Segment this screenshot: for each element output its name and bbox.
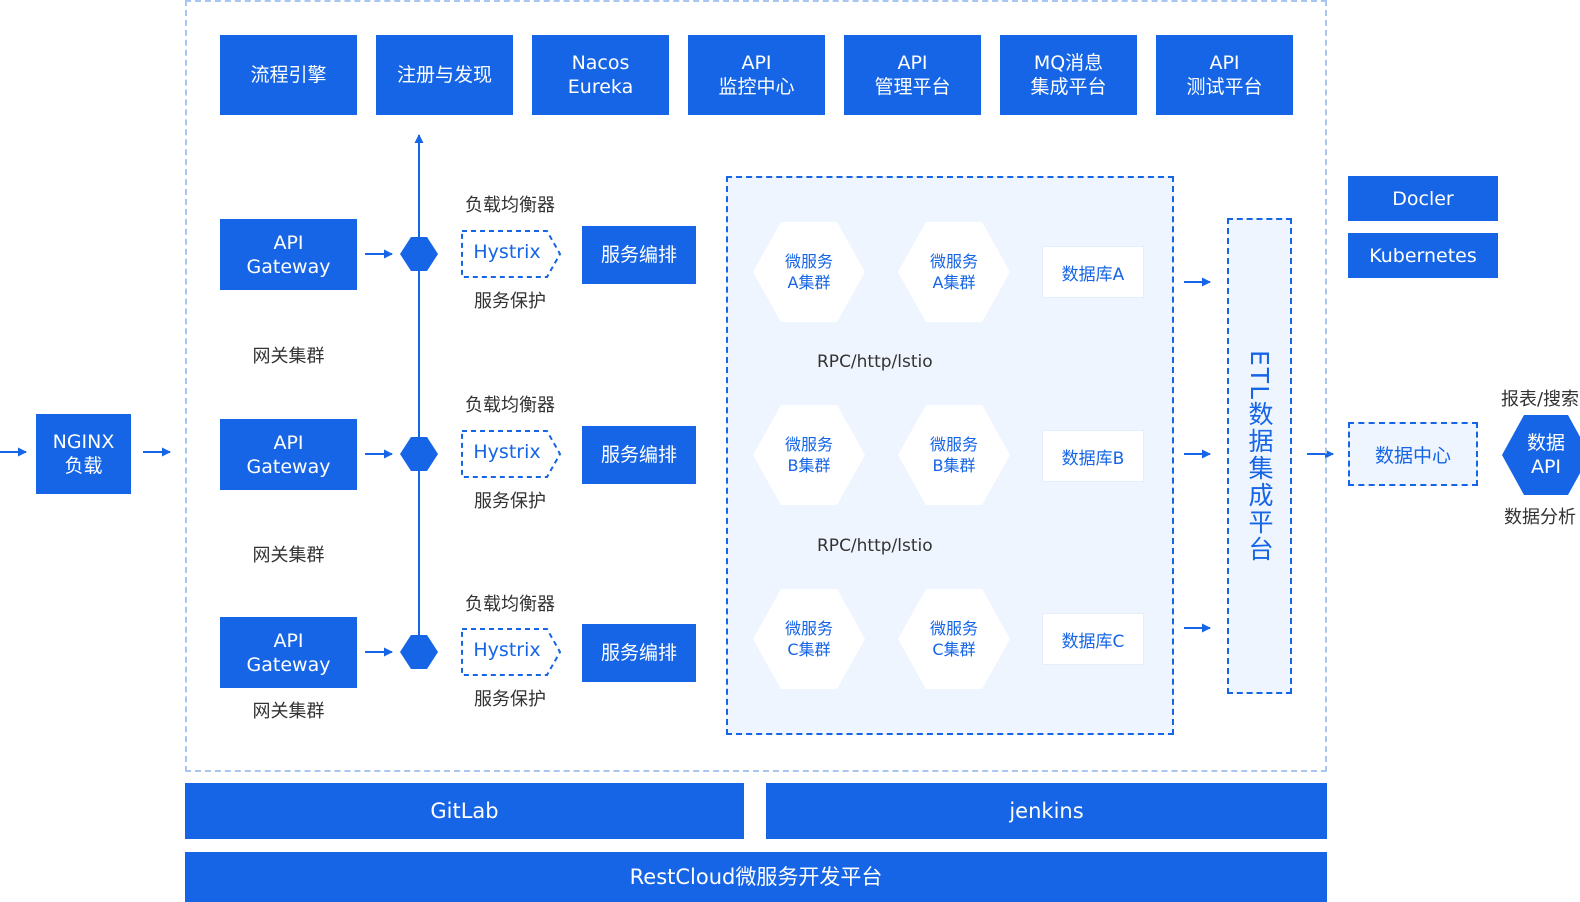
rpc-label-1: RPC/http/lstio	[817, 352, 933, 372]
workflow-engine-box: 流程引擎	[220, 35, 357, 115]
load-balancer-node-3	[400, 635, 438, 669]
database-a: 数据库A	[1043, 247, 1143, 297]
gateway-cluster-label-1: 网关集群	[252, 346, 325, 367]
api-gateway-1: API Gateway	[220, 219, 357, 290]
registry-discovery-box: 注册与发现	[376, 35, 513, 115]
microservice-a-2: 微服务 A集群	[898, 222, 1010, 322]
hystrix-label-1: Hystrix	[473, 241, 541, 263]
hystrix-label-3: Hystrix	[473, 639, 541, 661]
api-gateway-2: API Gateway	[220, 419, 357, 490]
jenkins-bar: jenkins	[766, 783, 1327, 839]
rpc-label-2: RPC/http/lstio	[817, 536, 933, 556]
database-b: 数据库B	[1043, 431, 1143, 481]
api-management-box: API 管理平台	[844, 35, 981, 115]
microservice-a-1: 微服务 A集群	[753, 222, 865, 322]
etl-platform: ETL数据集成平台	[1227, 218, 1292, 694]
api-monitor-box: API 监控中心	[688, 35, 825, 115]
gateway-cluster-label-2: 网关集群	[252, 545, 325, 566]
load-balancer-label-3: 负载均衡器	[465, 594, 555, 615]
data-analysis-label: 数据分析	[1504, 507, 1576, 528]
api-testing-box: API 测试平台	[1156, 35, 1293, 115]
service-protection-label-2: 服务保护	[474, 491, 546, 512]
gitlab-bar: GitLab	[185, 783, 744, 839]
service-protection-label-1: 服务保护	[474, 291, 546, 312]
service-orchestration-1: 服务编排	[582, 226, 696, 284]
load-balancer-node-1	[400, 237, 438, 271]
kubernetes-box: Kubernetes	[1348, 233, 1498, 278]
report-search-label: 报表/搜索	[1500, 389, 1580, 410]
api-gateway-3: API Gateway	[220, 617, 357, 688]
database-c: 数据库C	[1043, 614, 1143, 664]
nacos-eureka-box: Nacos Eureka	[532, 35, 669, 115]
microservice-c-1: 微服务 C集群	[753, 589, 865, 689]
service-orchestration-3: 服务编排	[582, 624, 696, 682]
load-balancer-label-2: 负载均衡器	[465, 395, 555, 416]
mq-integration-box: MQ消息 集成平台	[1000, 35, 1137, 115]
service-protection-label-3: 服务保护	[474, 689, 546, 710]
data-center-box: 数据中心	[1348, 422, 1478, 486]
service-orchestration-2: 服务编排	[582, 426, 696, 484]
microservice-b-2: 微服务 B集群	[898, 405, 1010, 505]
nginx-box: NGINX 负载	[36, 414, 131, 494]
platform-bar: RestCloud微服务开发平台	[185, 852, 1327, 902]
platform-frame	[185, 0, 1327, 772]
microservice-c-2: 微服务 C集群	[898, 589, 1010, 689]
microservice-b-1: 微服务 B集群	[753, 405, 865, 505]
load-balancer-node-2	[400, 437, 438, 471]
hystrix-label-2: Hystrix	[473, 441, 541, 463]
gateway-cluster-label-3: 网关集群	[252, 701, 325, 722]
docker-box: Docler	[1348, 176, 1498, 221]
load-balancer-label-1: 负载均衡器	[465, 195, 555, 216]
